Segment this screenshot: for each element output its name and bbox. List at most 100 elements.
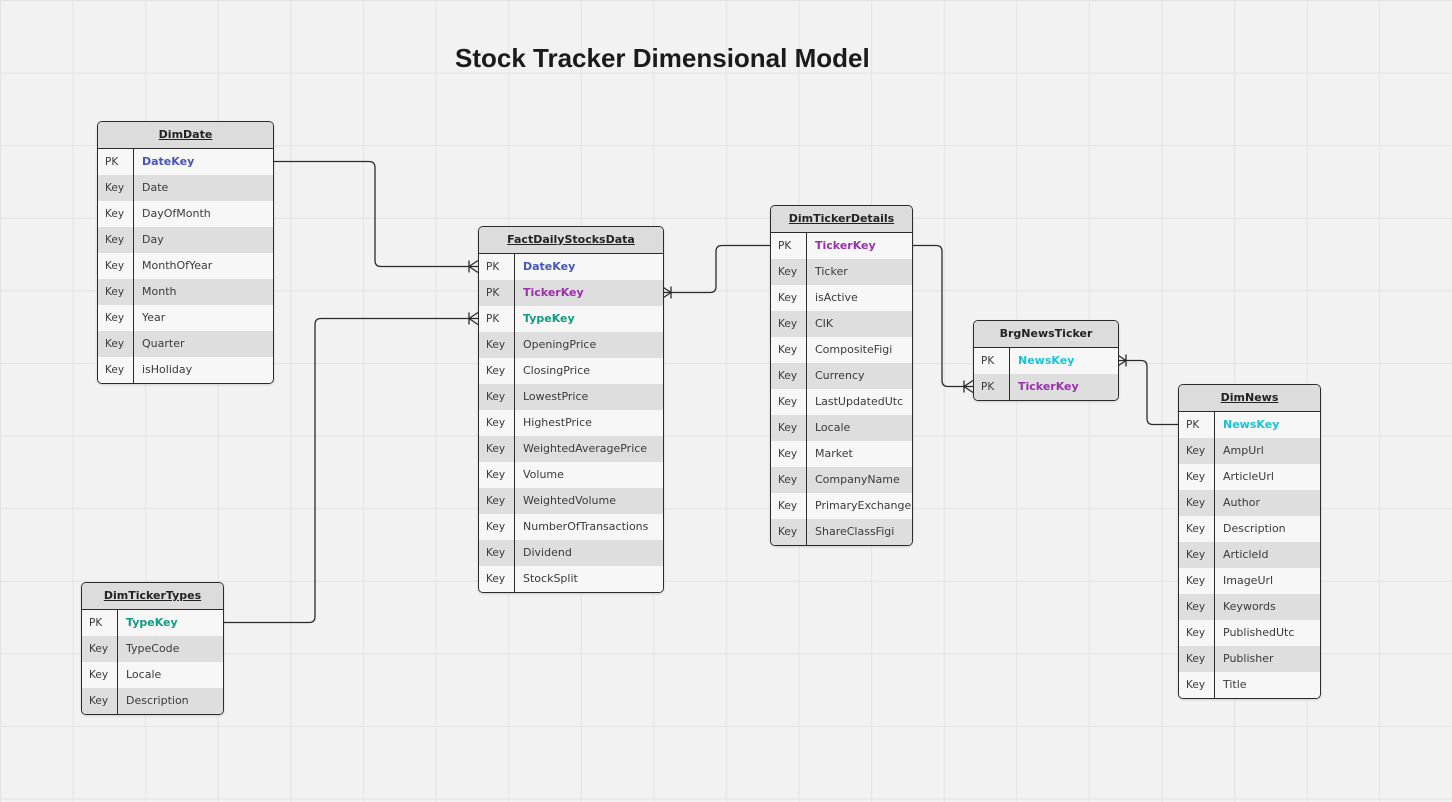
key-type: PK <box>98 149 134 175</box>
key-type: Key <box>479 566 515 592</box>
table-row[interactable]: Key Title <box>1179 672 1320 698</box>
table-row[interactable]: Key WeightedVolume <box>479 488 663 514</box>
key-type: Key <box>1179 594 1215 620</box>
column-name: NewsKey <box>1018 354 1075 367</box>
column-name: TypeKey <box>523 312 575 325</box>
relationship-line-datekey <box>272 160 478 268</box>
key-type: Key <box>479 410 515 436</box>
key-type: Key <box>98 279 134 305</box>
table-row[interactable]: Key ImageUrl <box>1179 568 1320 594</box>
key-type: Key <box>1179 672 1215 698</box>
table-row[interactable]: Key ArticleUrl <box>1179 464 1320 490</box>
column-name: AmpUrl <box>1223 444 1264 457</box>
column-name: DateKey <box>142 155 195 168</box>
key-type: Key <box>1179 490 1215 516</box>
column-name: PublishedUtc <box>1223 626 1295 639</box>
key-type: Key <box>479 514 515 540</box>
key-type: Key <box>771 363 807 389</box>
table-row[interactable]: Key Publisher <box>1179 646 1320 672</box>
key-type: Key <box>1179 568 1215 594</box>
column-name: HighestPrice <box>523 416 592 429</box>
table-header: DimDate <box>98 122 273 149</box>
crowfoot-marker <box>467 311 479 326</box>
key-type: Key <box>82 688 118 714</box>
column-name: Publisher <box>1223 652 1274 665</box>
table-row[interactable]: PK NewsKey <box>974 348 1118 374</box>
key-type: Key <box>1179 464 1215 490</box>
table-row[interactable]: Key Author <box>1179 490 1320 516</box>
key-type: PK <box>479 254 515 280</box>
column-name: ClosingPrice <box>523 364 591 377</box>
table-row[interactable]: Key HighestPrice <box>479 410 663 436</box>
key-type: Key <box>1179 620 1215 646</box>
table-row[interactable]: Key ClosingPrice <box>479 358 663 384</box>
column-name: Title <box>1223 678 1247 691</box>
column-name: WeightedVolume <box>523 494 616 507</box>
table-row[interactable]: Key PublishedUtc <box>1179 620 1320 646</box>
column-name: CIK <box>815 317 834 330</box>
key-type: Key <box>771 415 807 441</box>
column-name: ImageUrl <box>1223 574 1274 587</box>
column-name: Author <box>1223 496 1261 509</box>
key-type: Key <box>479 488 515 514</box>
key-type: Key <box>98 357 134 383</box>
column-name: Volume <box>523 468 564 481</box>
column-name: ArticleUrl <box>1223 470 1274 483</box>
key-type: Key <box>479 332 515 358</box>
key-type: PK <box>974 348 1010 374</box>
crowfoot-marker <box>1116 353 1128 368</box>
table-row[interactable]: PK DateKey <box>98 149 273 175</box>
key-type: Key <box>771 493 807 519</box>
relationship-line-typekey <box>222 317 478 624</box>
column-name: CompanyName <box>815 473 900 486</box>
key-type: Key <box>1179 646 1215 672</box>
key-type: Key <box>479 358 515 384</box>
